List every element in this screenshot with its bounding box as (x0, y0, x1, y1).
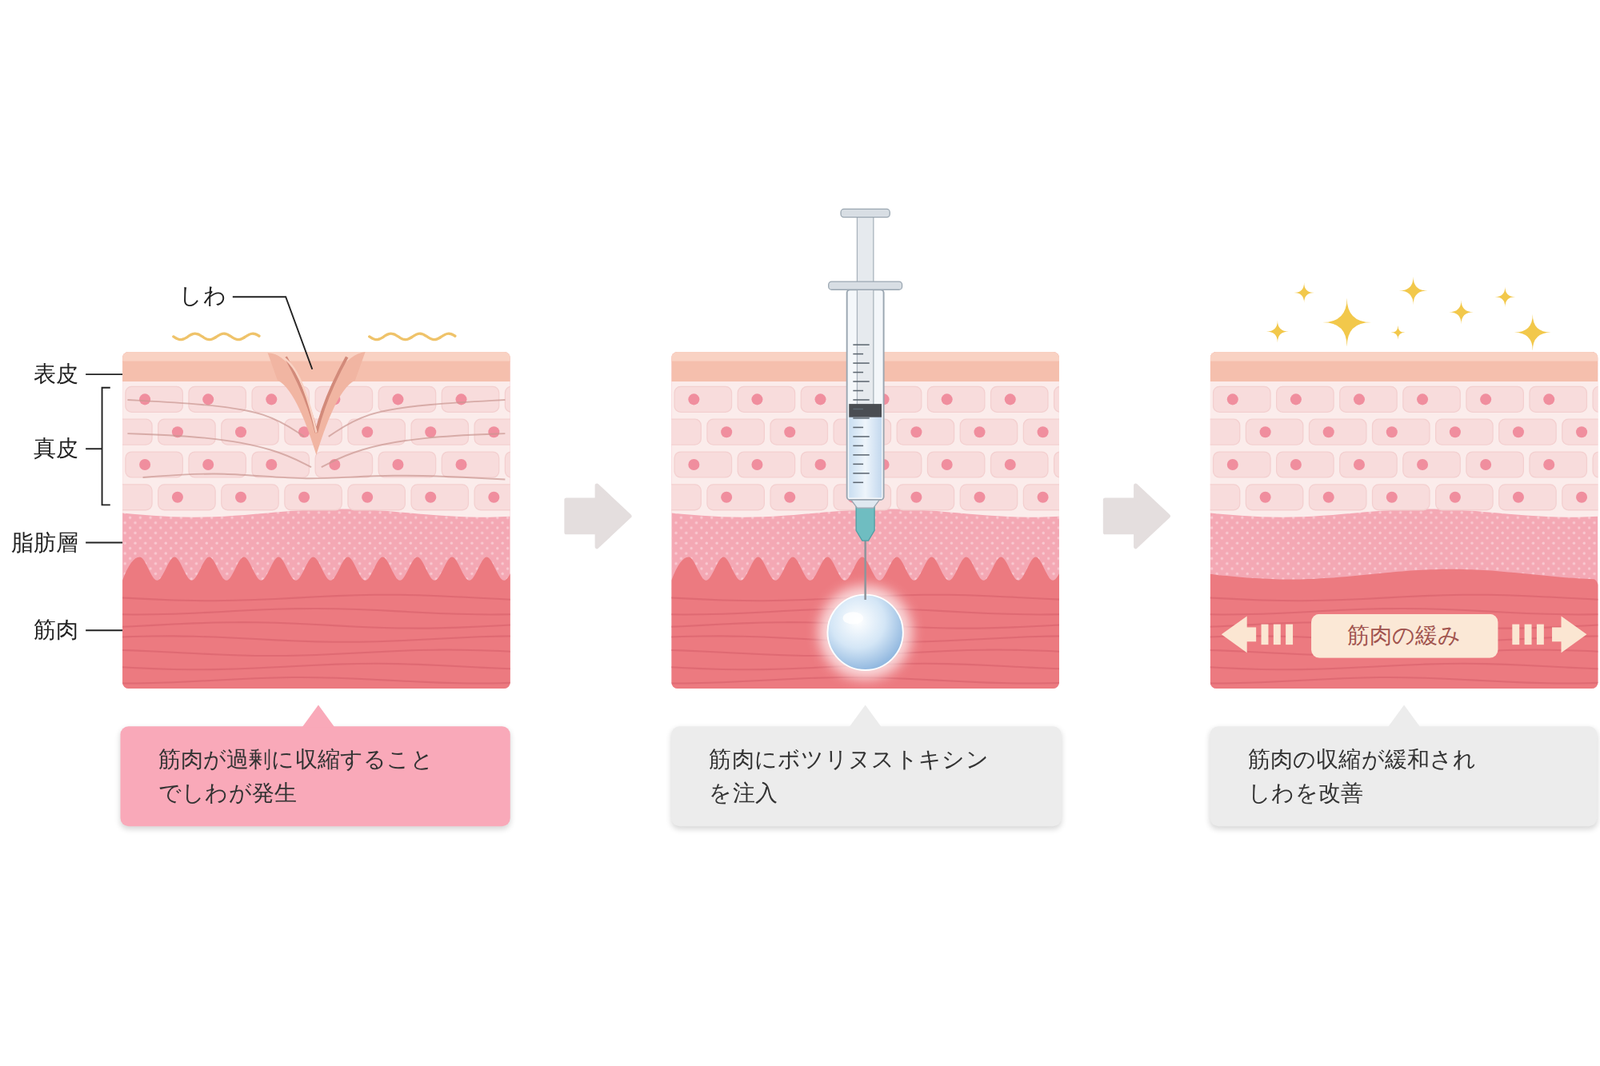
muscle-label-pill: 筋肉の緩み (1310, 614, 1497, 659)
layer-label: 表皮 (33, 361, 79, 389)
skin-panel (644, 208, 1112, 694)
wrinkle-label: しわ (179, 282, 227, 310)
callout-text: 筋肉の収縮が緩和され しわを改善 (1248, 743, 1567, 811)
callout-box: 筋肉にボツリヌストキシン を注入 (671, 726, 1061, 827)
layer-label: 真皮 (33, 436, 79, 464)
skin-panel (1182, 276, 1600, 695)
callout-pointer (848, 704, 882, 728)
step-arrow (1104, 485, 1168, 548)
callout-text: 筋肉が過剰に収縮すること でしわが発生 (158, 743, 480, 811)
callout-pointer (1388, 704, 1421, 728)
pill-text: 筋肉の緩み (1347, 621, 1462, 651)
callout-box: 筋肉が過剰に収縮すること でしわが発生 (120, 726, 511, 827)
layer-label: 脂肪層 (11, 529, 79, 557)
leader-lines (85, 296, 312, 631)
callout-box: 筋肉の収縮が緩和され しわを改善 (1210, 726, 1597, 827)
callout-pointer (302, 704, 336, 728)
callout-text: 筋肉にボツリヌストキシン を注入 (708, 743, 1031, 811)
layer-label: 筋肉 (33, 617, 79, 645)
skin-panel (95, 333, 563, 694)
step-arrow (566, 485, 630, 548)
